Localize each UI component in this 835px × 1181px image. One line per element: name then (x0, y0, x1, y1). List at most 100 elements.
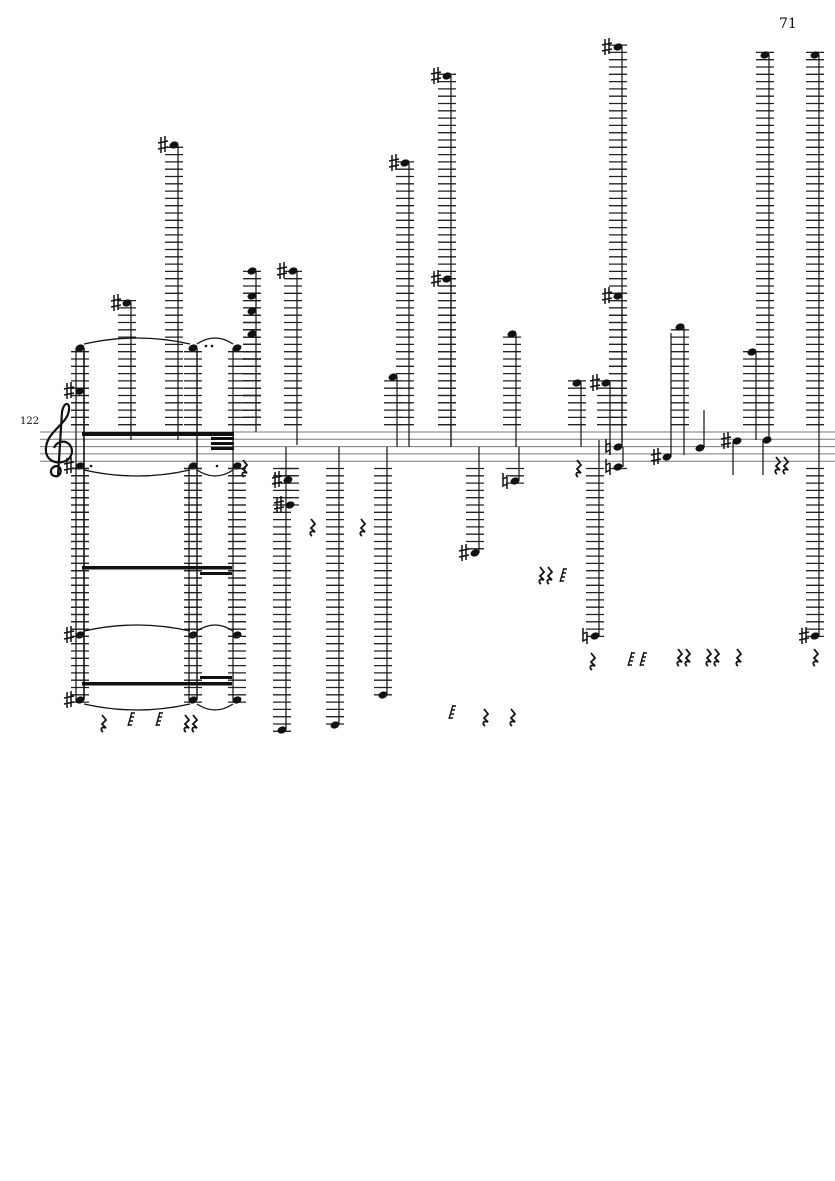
quarter-rest-icon (774, 456, 782, 475)
quarter-rest-icon (676, 648, 684, 667)
quarter-rest-icon (100, 714, 108, 733)
augmentation-dot (204, 344, 208, 348)
quarter-rest-icon (812, 648, 820, 667)
quarter-rest-icon (705, 648, 713, 667)
notehead (400, 159, 410, 167)
notehead (75, 344, 85, 352)
tie (196, 703, 234, 711)
tie (83, 624, 191, 632)
notehead (662, 453, 672, 461)
notehead (747, 348, 757, 356)
augmentation-dot (215, 464, 219, 468)
sharp-icon (110, 294, 122, 311)
notehead (510, 477, 520, 485)
natural-icon (502, 473, 508, 489)
measure-number: 122 (20, 416, 40, 427)
notehead (470, 549, 480, 557)
sharp-icon (601, 38, 613, 55)
short-rest-icon (639, 651, 647, 667)
tie (196, 624, 234, 632)
quarter-rest-icon (782, 456, 790, 475)
quarter-rest-icon (546, 566, 554, 585)
notehead (613, 463, 623, 471)
notehead (613, 292, 623, 300)
notehead (232, 462, 242, 470)
short-rest-icon (448, 704, 456, 720)
notehead (572, 379, 582, 387)
quarter-rest-icon (684, 648, 692, 667)
tie (83, 469, 191, 477)
notehead (732, 437, 742, 445)
notehead (590, 632, 600, 640)
quarter-rest-icon (191, 714, 199, 733)
sharp-icon (458, 544, 470, 561)
sharp-icon (63, 457, 75, 474)
quarter-rest-icon (735, 648, 743, 667)
quarter-rest-icon (589, 652, 597, 671)
notehead (288, 267, 298, 275)
notehead (810, 632, 820, 640)
short-rest-icon (627, 651, 635, 667)
notehead (169, 141, 179, 149)
sharp-icon (63, 382, 75, 399)
notehead (188, 462, 198, 470)
notehead (75, 387, 85, 395)
sharp-icon (430, 270, 442, 287)
short-rest-icon (127, 711, 135, 727)
short-rest-icon (559, 567, 567, 583)
beam (82, 566, 232, 570)
page-number: 71 (779, 16, 797, 32)
notehead (762, 436, 772, 444)
augmentation-dot (210, 344, 214, 348)
notehead (507, 330, 517, 338)
quarter-rest-icon (309, 518, 317, 537)
sharp-icon (589, 374, 601, 391)
notehead (378, 691, 388, 699)
sharp-icon (271, 471, 283, 488)
treble-clef-icon (44, 402, 74, 478)
quarter-rest-icon (509, 708, 517, 727)
notehead (601, 379, 611, 387)
notehead (75, 696, 85, 704)
tie (196, 337, 234, 345)
sharp-icon (720, 432, 732, 449)
sharp-icon (63, 626, 75, 643)
beam (211, 447, 234, 450)
sharp-icon (276, 262, 288, 279)
notehead (232, 696, 242, 704)
notehead (613, 443, 623, 451)
sharp-icon (273, 496, 285, 513)
beam (200, 572, 232, 575)
notehead (810, 51, 820, 59)
quarter-rest-icon (241, 459, 249, 478)
augmentation-dot (89, 464, 93, 468)
notehead (247, 330, 257, 338)
notehead (277, 726, 287, 734)
sharp-icon (430, 67, 442, 84)
notehead (247, 292, 257, 300)
notehead (442, 275, 452, 283)
sharp-icon (798, 627, 810, 644)
quarter-rest-icon (575, 459, 583, 478)
notehead (232, 344, 242, 352)
notehead (442, 72, 452, 80)
notehead (285, 501, 295, 509)
notehead (760, 51, 770, 59)
quarter-rest-icon (183, 714, 191, 733)
quarter-rest-icon (359, 518, 367, 537)
notehead (188, 696, 198, 704)
notehead (695, 444, 705, 452)
tie (83, 703, 191, 711)
beam (82, 432, 234, 436)
notehead (675, 323, 685, 331)
notehead (388, 373, 398, 381)
quarter-rest-icon (538, 566, 546, 585)
beam (211, 442, 234, 445)
notehead (247, 307, 257, 315)
sharp-icon (157, 136, 169, 153)
tie (83, 337, 191, 345)
quarter-rest-icon (713, 648, 721, 667)
natural-icon (582, 628, 588, 644)
notehead (330, 721, 340, 729)
